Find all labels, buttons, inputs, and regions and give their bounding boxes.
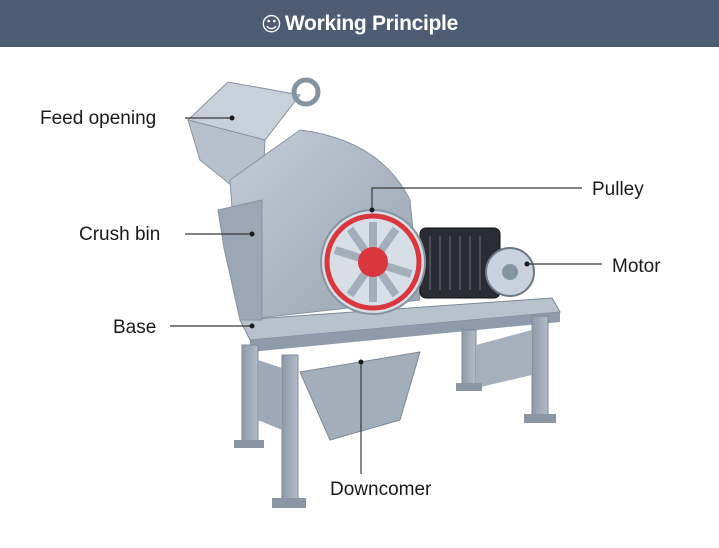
leader-dots — [229, 115, 530, 365]
label-feed-opening: Feed opening — [40, 108, 156, 129]
label-crush-bin: Crush bin — [79, 224, 160, 245]
label-pulley: Pulley — [592, 179, 644, 200]
leader-lines — [170, 117, 602, 474]
page-title: Working Principle — [284, 11, 458, 35]
crusher-body — [187, 77, 535, 321]
label-base: Base — [113, 317, 156, 338]
smiley-icon: ☺ — [261, 11, 282, 36]
label-motor: Motor — [612, 256, 661, 277]
label-downcomer: Downcomer — [330, 479, 432, 500]
header-title-wrap: ☺ Working Principle — [261, 12, 458, 36]
stand-frame — [234, 297, 561, 508]
header-banner: ☺ Working Principle — [0, 0, 719, 47]
